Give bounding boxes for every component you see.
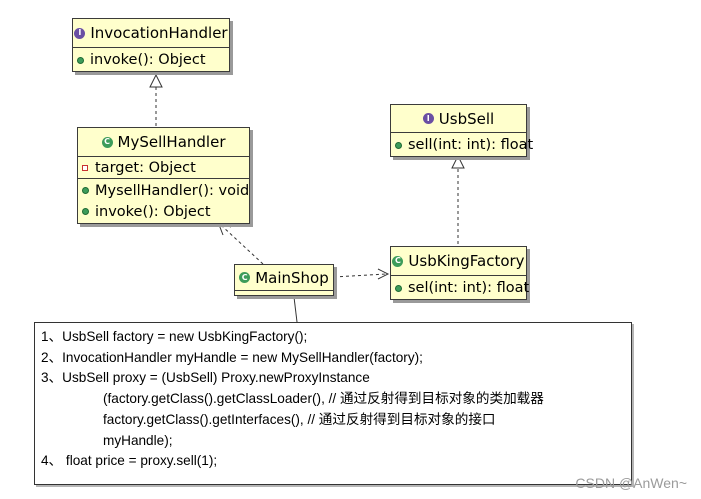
class-name: InvocationHandler xyxy=(90,24,228,42)
class-box-invocationhandler[interactable]: I InvocationHandler invoke(): Object xyxy=(72,18,230,72)
class-header: C MainShop xyxy=(235,265,333,291)
dependency-line-usbkingfactory xyxy=(333,273,387,278)
note-anchor-line xyxy=(293,296,298,323)
dependency-arrowhead-usbkingfactory xyxy=(377,268,390,280)
class-name: MySellHandler xyxy=(117,133,226,151)
realization-arrowhead-usbsell xyxy=(451,154,465,169)
method-row: invoke(): Object xyxy=(78,201,249,222)
class-box-usbsell[interactable]: I UsbSell sell(int: int): float xyxy=(390,104,533,157)
method-label: invoke(): Object xyxy=(90,52,206,68)
class-header: I UsbSell xyxy=(391,105,526,133)
public-member-icon xyxy=(395,284,402,292)
class-name: MainShop xyxy=(255,268,329,287)
method-label: sell(int: int): float xyxy=(408,137,534,153)
public-member-icon xyxy=(395,141,402,149)
code-note: 1、UsbSell factory = new UsbKingFactory()… xyxy=(34,322,632,485)
attribute-row: target: Object xyxy=(78,158,249,177)
public-member-icon xyxy=(77,56,84,64)
class-box-mysellhandler[interactable]: C MySellHandler target: Object MysellHan… xyxy=(77,127,250,224)
method-row: sell(int: int): float xyxy=(391,134,533,156)
public-member-icon xyxy=(82,187,89,194)
class-icon: C xyxy=(101,136,113,148)
method-row: sel(int: int): float xyxy=(391,277,530,299)
note-line: factory.getClass().getInterfaces(), // 通… xyxy=(103,411,496,427)
class-header: I InvocationHandler xyxy=(73,19,229,48)
public-member-icon xyxy=(82,208,89,215)
methods-section: sell(int: int): float xyxy=(391,133,533,157)
attribute-label: target: Object xyxy=(95,159,196,176)
class-icon: C xyxy=(392,255,404,267)
private-field-icon xyxy=(82,164,88,171)
watermark: CSDN @AnWen~ xyxy=(575,475,687,491)
class-name: UsbKingFactory xyxy=(408,252,525,270)
note-line: myHandle); xyxy=(103,432,173,448)
dependency-line-mysellhandler xyxy=(221,225,264,265)
methods-section: invoke(): Object xyxy=(73,48,229,72)
attributes-section: target: Object xyxy=(78,157,249,179)
class-name: UsbSell xyxy=(438,109,495,128)
methods-section: sel(int: int): float xyxy=(391,276,530,300)
realization-arrowhead-invocationhandler xyxy=(149,73,163,88)
note-line: 1、UsbSell factory = new UsbKingFactory()… xyxy=(41,329,308,344)
note-line: 2、InvocationHandler myHandle = new MySel… xyxy=(41,349,423,365)
methods-section: MysellHandler(): void invoke(): Object xyxy=(78,179,249,223)
note-line: (factory.getClass().getClassLoader(), //… xyxy=(103,391,544,407)
method-label: sel(int: int): float xyxy=(408,280,530,296)
method-row: invoke(): Object xyxy=(73,49,229,71)
method-label: MysellHandler(): void xyxy=(95,182,250,199)
method-label: invoke(): Object xyxy=(95,203,211,220)
class-box-usbkingfactory[interactable]: C UsbKingFactory sel(int: int): float xyxy=(390,246,530,300)
class-header: C MySellHandler xyxy=(78,128,249,157)
interface-icon: I xyxy=(74,27,86,39)
note-line: 4、 float price = proxy.sell(1); xyxy=(41,453,218,469)
class-header: C UsbKingFactory xyxy=(391,247,526,276)
note-line: 3、UsbSell proxy = (UsbSell) Proxy.newPro… xyxy=(41,370,370,386)
interface-icon: I xyxy=(422,113,434,124)
class-box-mainshop[interactable]: C MainShop xyxy=(234,264,334,296)
class-icon: C xyxy=(239,272,251,283)
method-row: MysellHandler(): void xyxy=(78,180,249,201)
